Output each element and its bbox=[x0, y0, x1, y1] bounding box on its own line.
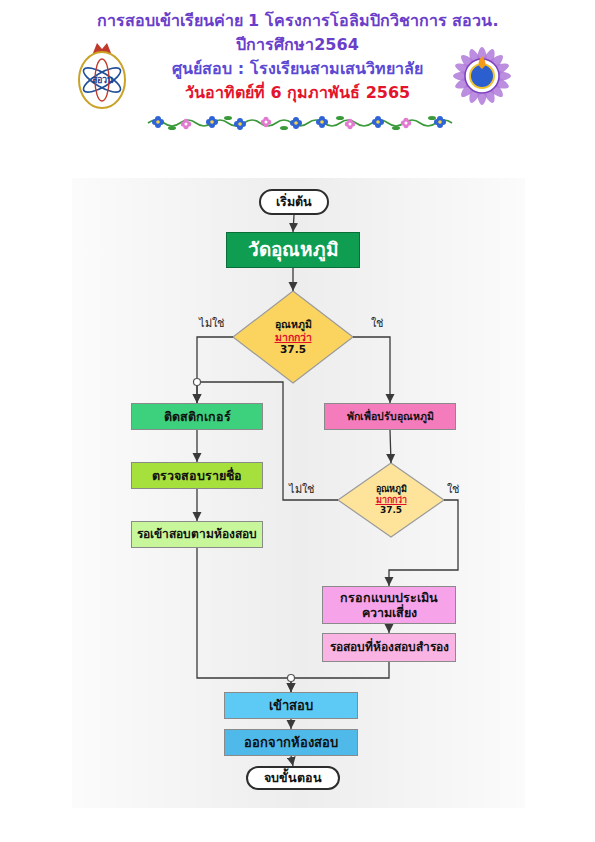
leaf bbox=[280, 126, 288, 130]
diagram-title: การสอบเข้าเรียนค่าย 1 โครงการโอลิมปิกวิช… bbox=[0, 8, 595, 33]
connectors bbox=[197, 215, 458, 766]
flow-arrow bbox=[291, 756, 293, 766]
diamond-outline bbox=[233, 291, 353, 383]
header-text: ศูนย์สอบ : โรงเรียนสามเสนวิทยาลัย bbox=[0, 56, 595, 81]
header-text: ปีการศึกษา2564 bbox=[0, 32, 595, 57]
node-text: รอเข้าสอบตามห้องสอบ bbox=[137, 527, 257, 542]
logo-text: สอวน bbox=[76, 73, 128, 87]
node-text: ติดสติกเกอร์ bbox=[164, 409, 231, 424]
process-box: พักเพื่อปรับอุณหภูมิ bbox=[324, 403, 456, 430]
node-text: 37.5 bbox=[280, 343, 306, 356]
flower bbox=[401, 118, 411, 128]
decision-diamond: อุณหภูมิมากกว่า37.5 bbox=[233, 291, 353, 383]
process-box: วัดอุณหภูมิ bbox=[226, 232, 360, 268]
edge-label: ไม่ใช่ bbox=[289, 480, 314, 498]
leaf bbox=[224, 116, 232, 120]
logo-petal bbox=[465, 47, 499, 106]
process-box: กรอกแบบประเมิน ความเสี่ยง bbox=[322, 586, 456, 624]
flower bbox=[345, 119, 355, 129]
diamond-outline bbox=[338, 463, 444, 537]
leaf bbox=[428, 116, 436, 120]
logo-petal bbox=[457, 51, 507, 101]
node-text: วัดอุณหภูมิ bbox=[248, 238, 339, 261]
header-text: วันอาทิตย์ที่ 6 กุมภาพันธ์ 2565 bbox=[0, 80, 595, 105]
node-text: จบขั้นตอน bbox=[264, 770, 322, 785]
flow-arrow bbox=[197, 337, 233, 403]
terminal-box: จบขั้นตอน bbox=[246, 766, 340, 790]
flow-arrow bbox=[197, 382, 338, 500]
junction-dot bbox=[194, 379, 201, 386]
node-text: กรอกแบบประเมิน ความเสี่ยง bbox=[333, 590, 445, 621]
flow-arrow bbox=[291, 662, 389, 692]
decision-diamond: อุณหภูมิมากกว่า37.5 bbox=[338, 463, 444, 537]
flow-arrow bbox=[293, 215, 294, 232]
flow-arrow bbox=[353, 337, 390, 403]
flow-arrow bbox=[197, 548, 291, 692]
flower bbox=[206, 116, 218, 128]
node-text: เริ่มต้น bbox=[276, 194, 312, 209]
flow-arrow bbox=[390, 430, 391, 463]
right-logo bbox=[453, 47, 512, 106]
flower bbox=[261, 117, 271, 127]
flow-arrow bbox=[196, 430, 197, 462]
node-text: รอสอบที่ห้องสอบสำรอง bbox=[330, 640, 449, 655]
logo-petal bbox=[457, 51, 507, 101]
process-box: เข้าสอบ bbox=[224, 692, 358, 719]
node-text: ตรวจสอบรายชื่อ bbox=[152, 468, 242, 483]
node-text: อุณหภูมิ bbox=[275, 318, 312, 331]
flower bbox=[234, 118, 246, 130]
flower bbox=[434, 116, 446, 128]
flow-arrow bbox=[389, 500, 458, 586]
edge-label: ใช่ bbox=[371, 314, 383, 332]
flower bbox=[290, 117, 302, 129]
logo-flame bbox=[479, 56, 486, 69]
edge-label: ไม่ใช่ bbox=[199, 314, 224, 332]
flow-arrow bbox=[290, 719, 291, 729]
flower bbox=[316, 116, 328, 128]
flow-arrow bbox=[388, 624, 389, 633]
edge-label: ใช่ bbox=[447, 480, 459, 498]
node-text: อุณหภูมิ bbox=[376, 484, 407, 495]
junction-dot bbox=[288, 675, 295, 682]
leaf bbox=[336, 116, 344, 120]
flow-arrow bbox=[292, 268, 293, 291]
node-text: 37.5 bbox=[380, 505, 402, 516]
logo-petal bbox=[465, 47, 499, 106]
node-text: มากกว่า bbox=[376, 495, 407, 506]
node-text: มากกว่า bbox=[275, 331, 312, 344]
flow-arrow bbox=[196, 489, 197, 521]
flower bbox=[372, 116, 384, 128]
leaf bbox=[392, 126, 400, 130]
process-box: รอเข้าสอบตามห้องสอบ bbox=[131, 521, 263, 548]
leaf bbox=[168, 126, 176, 130]
node-text: ออกจากห้องสอบ bbox=[244, 735, 338, 751]
process-box: รอสอบที่ห้องสอบสำรอง bbox=[322, 633, 456, 662]
node-text: เข้าสอบ bbox=[269, 698, 313, 714]
process-box: ติดสติกเกอร์ bbox=[131, 403, 263, 430]
flowchart-panel bbox=[72, 178, 525, 808]
flower-border bbox=[148, 116, 452, 130]
terminal-box: เริ่มต้น bbox=[259, 189, 329, 215]
flower bbox=[181, 119, 191, 129]
flower bbox=[152, 116, 164, 128]
process-box: ออกจากห้องสอบ bbox=[224, 729, 358, 756]
node-text: พักเพื่อปรับอุณหภูมิ bbox=[347, 410, 434, 423]
process-box: ตรวจสอบรายชื่อ bbox=[131, 462, 263, 489]
